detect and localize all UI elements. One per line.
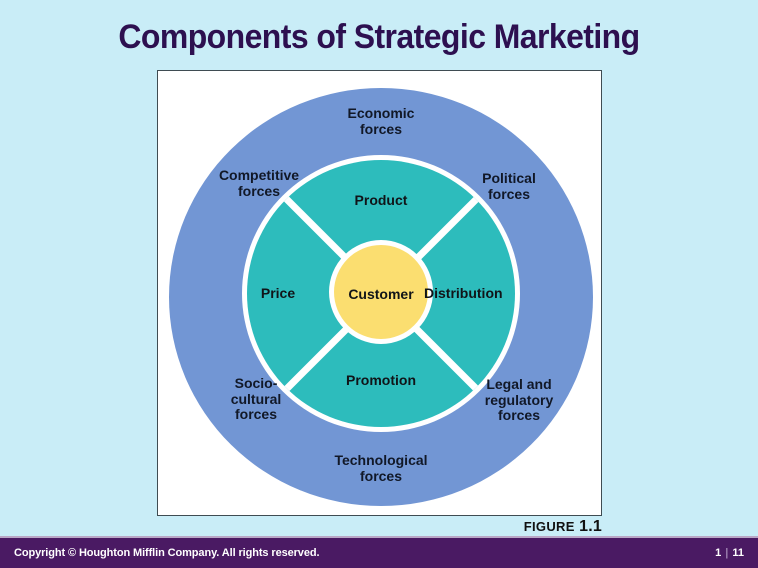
label-sociocultural-forces: Socio- cultural forces [230, 375, 282, 423]
strategic-marketing-diagram: Economic forces Political forces Legal a… [158, 71, 603, 517]
label-political-forces: Political forces [482, 170, 536, 202]
figure-caption: FIGURE 1.1 [524, 518, 602, 536]
label-product: Product [354, 192, 408, 208]
footer-bar: Copyright © Houghton Mifflin Company. Al… [0, 536, 758, 568]
label-promotion: Promotion [346, 372, 416, 388]
label-legal-regulatory-forces: Legal and regulatory forces [484, 376, 554, 424]
label-price: Price [260, 285, 296, 301]
page-separator: | [725, 547, 729, 559]
page-current: 1 [715, 547, 722, 559]
customer-core-circle [334, 245, 428, 339]
page-title: Components of Strategic Marketing [118, 18, 640, 56]
footer-copyright: Copyright © Houghton Mifflin Company. Al… [14, 547, 320, 559]
label-technological-forces: Technological forces [334, 452, 428, 484]
label-economic-forces: Economic forces [347, 105, 415, 137]
footer-pagination: 1 | 11 [715, 547, 744, 559]
label-distribution: Distribution [424, 285, 503, 301]
label-customer: Customer [348, 286, 414, 302]
figure-caption-number: 1.1 [579, 518, 602, 535]
figure-frame: Economic forces Political forces Legal a… [157, 70, 602, 516]
figure-caption-word: FIGURE [523, 519, 575, 534]
page-total: 11 [732, 547, 744, 559]
label-competitive-forces: Competitive forces [218, 167, 300, 199]
